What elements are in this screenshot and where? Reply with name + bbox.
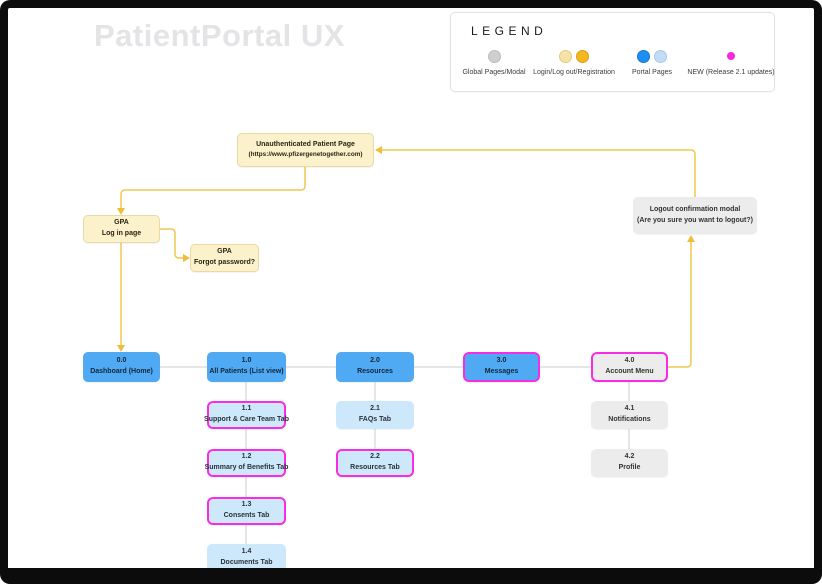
node-account-menu[interactable]: 4.0 Account Menu [591,352,668,382]
node-number: 4.0 [624,357,635,365]
node-label: Consents Tab [223,512,270,519]
node-messages[interactable]: 3.0 Messages [463,352,540,382]
node-label: Account Menu [605,368,654,375]
node-number: 4.1 [624,405,635,413]
node-number: 0.0 [116,357,127,365]
node-all-patients[interactable]: 1.0 All Patients (List view) [207,352,286,382]
node-label: Resources Tab [350,464,400,471]
node-label: Support & Care Team Tab [204,416,289,423]
node-number: 1.3 [241,501,252,509]
node-number: 3.0 [496,357,507,365]
node-summary-of-benefits-tab[interactable]: 1.2 Summary of Benefits Tab [204,449,289,477]
gray-circle-icon [487,49,501,63]
node-number: 1.0 [241,357,252,365]
legend-label: Login/Log out/Registration [533,69,615,76]
node-label: Messages [484,368,519,375]
page-title: PatientPortal UX [94,18,345,53]
node-notifications[interactable]: 4.1 Notifications [591,401,668,429]
legend-panel: LEGEND Global Pages/Modal Login/Log out/… [450,12,775,92]
node-label: All Patients (List view) [209,368,284,375]
node-number: 1.2 [241,453,252,461]
legend-item-global-pages: Global Pages/Modal [454,49,534,76]
node-resources[interactable]: 2.0 Resources [336,352,414,382]
node-number: 2.0 [370,357,380,365]
node-support-care-team-tab[interactable]: 1.1 Support & Care Team Tab [204,401,289,429]
node-label: Notifications [608,416,651,423]
node-logout-confirmation-modal[interactable]: Logout confirmation modal (Are you sure … [633,197,757,234]
node-consents-tab[interactable]: 1.3 Consents Tab [207,497,286,525]
node-number: 1.4 [241,548,252,556]
node-label: Summary of Benefits Tab [204,464,289,471]
node-resources-tab[interactable]: 2.2 Resources Tab [336,449,414,477]
node-subtitle: Log in page [101,230,142,237]
node-gpa-login[interactable]: GPA Log in page [83,215,160,243]
node-dashboard[interactable]: 0.0 Dashboard (Home) [83,352,160,382]
node-title: Unauthenticated Patient Page [256,140,355,148]
legend-title: LEGEND [471,24,548,38]
blue-circle-icon [637,49,650,63]
node-subtitle: (Are you sure you want to logout?) [637,216,753,224]
node-number: 2.2 [370,453,380,461]
node-number: 2.1 [370,405,380,413]
magenta-ring-icon [727,52,735,60]
node-unauthenticated-patient-page[interactable]: Unauthenticated Patient Page (https://ww… [237,133,374,167]
legend-item-new-updates: NEW (Release 2.1 updates) [681,49,781,76]
node-gpa-forgot-password[interactable]: GPA Forgot password? [190,244,259,272]
node-documents-tab[interactable]: 1.4 Documents Tab [207,544,286,572]
node-title: Logout confirmation modal [649,205,741,213]
node-title: GPA [114,219,129,227]
node-url: (https://www.pfizergenetogether.com) [248,151,363,159]
legend-label: NEW (Release 2.1 updates) [687,69,775,76]
node-subtitle: Forgot password? [193,259,256,266]
light-blue-circle-icon [654,49,667,63]
node-profile[interactable]: 4.2 Profile [591,449,668,477]
node-label: Resources [357,368,393,375]
legend-label: Global Pages/Modal [462,69,526,76]
node-label: Profile [618,464,641,471]
node-faqs-tab[interactable]: 2.1 FAQs Tab [336,401,414,429]
node-number: 4.2 [624,453,635,461]
legend-item-portal-pages: Portal Pages [612,49,692,76]
node-label: Dashboard (Home) [90,368,153,375]
light-yellow-circle-icon [559,49,572,63]
legend-label: Portal Pages [631,69,673,76]
node-label: FAQs Tab [358,416,392,423]
legend-item-login-pages: Login/Log out/Registration [524,49,624,76]
node-title: GPA [217,248,232,256]
node-number: 1.1 [241,405,252,413]
gold-circle-icon [576,49,589,63]
node-label: Documents Tab [220,559,273,566]
